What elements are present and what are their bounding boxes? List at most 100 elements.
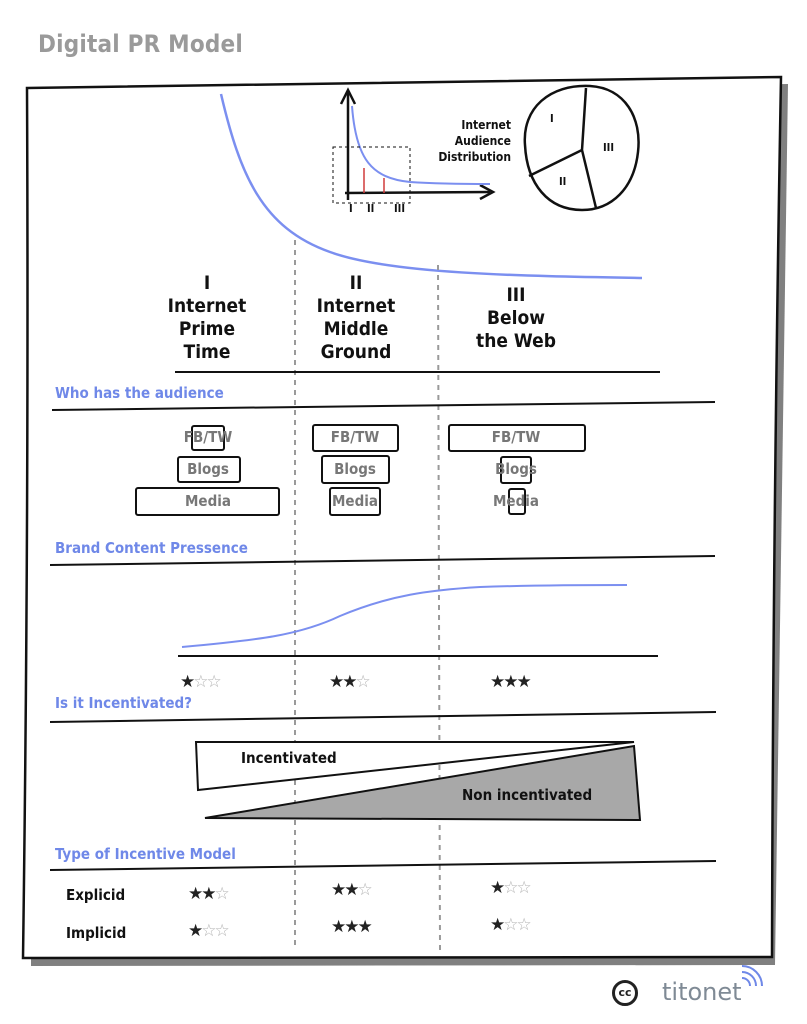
channel-label-media: Media xyxy=(493,492,539,510)
logo-signal-icon xyxy=(741,965,763,987)
star-rating-explicid-col3: ★☆☆ xyxy=(490,878,532,898)
audience-pie xyxy=(523,84,640,212)
incentivated-label: Incentivated xyxy=(241,749,337,767)
pie-label-ii: II xyxy=(559,175,567,188)
section-title-brand-content: Brand Content Pressence xyxy=(55,539,248,557)
channel-label-fbtw: FB/TW xyxy=(330,428,380,446)
box-fbtw-col1 xyxy=(191,425,225,451)
filled-star-icon: ★ xyxy=(357,917,373,936)
section-title-incentive-model: Type of Incentive Model xyxy=(55,845,236,863)
empty-star-icon: ☆ xyxy=(516,915,532,934)
channel-label-fbtw: FB/TW xyxy=(491,428,541,446)
filled-star-icon: ★ xyxy=(344,880,359,899)
channel-label-media: Media xyxy=(185,492,231,510)
box-media-col2 xyxy=(329,487,381,516)
rule-model xyxy=(49,860,717,871)
star-rating-implicid-col1: ★☆☆ xyxy=(188,921,230,941)
creative-commons-icon: cc xyxy=(612,980,638,1006)
star-rating-brand-col3: ★★★ xyxy=(490,672,532,692)
star-rating-brand-col1: ★☆☆ xyxy=(180,672,222,692)
distribution-label-line: Audience xyxy=(454,134,511,148)
axis-label-i: I xyxy=(349,202,353,215)
filled-star-icon: ★ xyxy=(503,672,518,691)
filled-star-icon: ★ xyxy=(331,917,346,936)
axis-label-iii: III xyxy=(394,202,406,215)
rule-audience xyxy=(51,401,716,411)
column-name-line: Time xyxy=(183,341,231,363)
page-title: Digital PR Model xyxy=(38,30,243,58)
column-header-middle-ground: II Internet Middle Ground xyxy=(296,272,416,364)
non-incentivated-label: Non incentivated xyxy=(462,786,593,804)
column-header-below-web: III Below the Web xyxy=(456,284,576,353)
column-name-line: Internet xyxy=(167,295,247,317)
star-rating-implicid-col2: ★★★ xyxy=(331,917,373,937)
column-numeral: I xyxy=(203,272,211,294)
column-name-line: Middle xyxy=(323,318,389,340)
incentivated-wedge xyxy=(194,741,635,792)
empty-star-icon: ☆ xyxy=(516,878,532,897)
distribution-label-line: Internet xyxy=(461,118,511,132)
box-media-col1 xyxy=(135,487,280,516)
column-name-line: the Web xyxy=(476,330,556,352)
box-fbtw-col3 xyxy=(448,424,586,452)
empty-star-icon: ☆ xyxy=(201,921,216,940)
filled-star-icon: ★ xyxy=(344,917,359,936)
brand-presence-curve xyxy=(181,584,628,648)
rule-incentivated xyxy=(49,711,717,723)
mini-distribution-chart xyxy=(332,87,496,204)
distribution-label: Internet Audience Distribution xyxy=(415,117,511,165)
section-title-incentivated: Is it Incentivated? xyxy=(55,694,192,712)
non-incentivated-wedge xyxy=(204,744,642,822)
filled-star-icon: ★ xyxy=(342,672,357,691)
rule-brand xyxy=(49,555,716,566)
star-rating-explicid-col1: ★★☆ xyxy=(188,884,230,904)
empty-star-icon: ☆ xyxy=(355,672,371,691)
filled-star-icon: ★ xyxy=(331,880,346,899)
filled-star-icon: ★ xyxy=(516,672,532,691)
empty-star-icon: ☆ xyxy=(503,878,518,897)
box-blogs-col1 xyxy=(177,456,241,483)
filled-star-icon: ★ xyxy=(490,915,505,934)
empty-star-icon: ☆ xyxy=(357,880,373,899)
column-header-prime-time: I Internet Prime Time xyxy=(147,272,267,364)
column-numeral: II xyxy=(349,272,363,294)
channel-label-blogs: Blogs xyxy=(495,460,537,478)
star-rating-implicid-col3: ★☆☆ xyxy=(490,915,532,935)
empty-star-icon: ☆ xyxy=(214,921,230,940)
channel-label-fbtw: FB/TW xyxy=(183,428,233,446)
paper-frame xyxy=(21,75,783,960)
long-tail-curve xyxy=(219,93,643,280)
channel-label-blogs: Blogs xyxy=(334,460,376,478)
column-numeral: III xyxy=(506,284,526,306)
channel-label-media: Media xyxy=(332,492,378,510)
star-rating-brand-col2: ★★☆ xyxy=(329,672,371,692)
filled-star-icon: ★ xyxy=(188,921,203,940)
column-name-line: Ground xyxy=(320,341,392,363)
channel-label-blogs: Blogs xyxy=(187,460,229,478)
empty-star-icon: ☆ xyxy=(206,672,222,691)
titonet-logo: titonet xyxy=(662,978,742,1006)
axis-label-ii: II xyxy=(367,202,375,215)
filled-star-icon: ★ xyxy=(490,672,505,691)
pie-label-i: I xyxy=(550,112,554,125)
empty-star-icon: ☆ xyxy=(503,915,518,934)
pie-label-iii: III xyxy=(603,141,615,154)
empty-star-icon: ☆ xyxy=(214,884,230,903)
filled-star-icon: ★ xyxy=(329,672,344,691)
column-name-line: Below xyxy=(486,307,545,329)
filled-star-icon: ★ xyxy=(188,884,203,903)
box-media-col3 xyxy=(508,488,526,515)
row-label-implicid: Implicid xyxy=(66,924,127,942)
box-blogs-col3 xyxy=(500,456,532,484)
box-fbtw-col2 xyxy=(312,424,399,452)
row-label-explicid: Explicid xyxy=(66,886,126,904)
filled-star-icon: ★ xyxy=(201,884,216,903)
distribution-label-line: Distribution xyxy=(438,150,511,164)
divider-2 xyxy=(437,264,441,951)
section-title-audience: Who has the audience xyxy=(55,384,224,402)
filled-star-icon: ★ xyxy=(180,672,195,691)
column-name-line: Prime xyxy=(178,318,236,340)
filled-star-icon: ★ xyxy=(490,878,505,897)
star-rating-explicid-col2: ★★☆ xyxy=(331,880,373,900)
